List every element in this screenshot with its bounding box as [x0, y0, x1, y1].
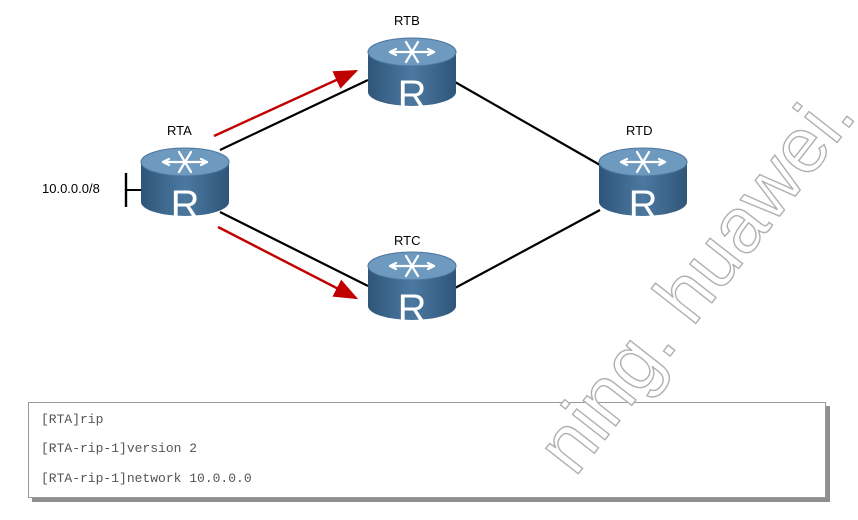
cli-line: [RTA-rip-1]network 10.0.0.0 [41, 471, 252, 486]
router-label-rta: RTA [167, 123, 192, 138]
router-glyph: R [398, 73, 427, 117]
router-glyph: R [171, 183, 200, 227]
router-rtb: R [366, 36, 458, 117]
network-label: 10.0.0.0/8 [42, 181, 100, 196]
update-arrow-to-rtc [217, 225, 359, 300]
link-rtb-rtd [454, 81, 601, 166]
router-rtd: R [597, 146, 689, 227]
router-label-rtc: RTC [394, 233, 421, 248]
router-glyph: R [398, 287, 427, 331]
link-rtc-rtd [454, 209, 601, 289]
router-label-rtb: RTB [394, 13, 420, 28]
update-arrow-to-rtb [213, 69, 359, 138]
cli-config-box: [RTA]rip [RTA-rip-1]version 2 [RTA-rip-1… [28, 402, 826, 498]
router-label-rtd: RTD [626, 123, 653, 138]
cli-line: [RTA-rip-1]version 2 [41, 441, 198, 456]
router-rtc: R [366, 250, 458, 331]
router-glyph: R [629, 183, 658, 227]
router-rta: R [139, 146, 231, 227]
link-rta-rtb [219, 79, 369, 151]
cli-line: [RTA]rip [41, 412, 104, 427]
link-rta-rtc [219, 211, 369, 287]
